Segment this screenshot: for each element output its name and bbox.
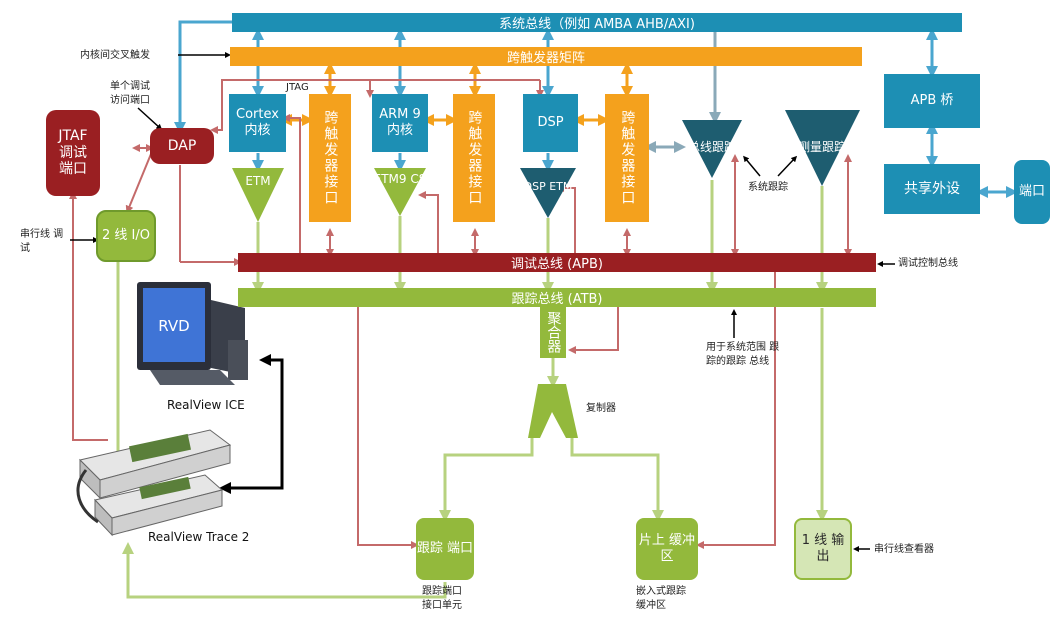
two-wire-io: 2 线 I/O [96,210,156,262]
dsp-core: DSP [523,94,578,152]
embedded-trace-buffer-label: 嵌入式跟踪 缓冲区 [636,586,686,611]
apb-bridge: APB 桥 [884,74,980,128]
replicator-label: 复制器 [586,403,616,414]
etm-label: ETM [245,174,271,188]
trace-port: 跟踪 端口 [416,518,474,580]
cti-interface-2: 跨触发器接口 [453,94,495,222]
etm9-label: ETM9 CS [373,172,427,186]
shared-peripheral: 共享外设 [884,164,980,214]
system-bus: 系统总线（例如 AMBA AHB/AXI) [232,13,962,32]
trace-bus: 跟踪总线 (ATB) [238,288,876,307]
measure-trace-label: 测量跟踪 [797,140,846,154]
port-block: 端口 [1014,160,1050,224]
arm9-core: ARM 9 内核 [372,94,428,152]
serial-debug-label: 串行线 调试 [20,229,64,254]
bus-trace-label: 总线跟踪 [687,140,736,154]
dsp-etm-triangle [520,168,576,218]
debug-ctrl-bus-label: 调试控制总线 [898,258,958,269]
realview-trace-label: RealView Trace 2 [148,530,250,544]
onchip-buffer: 片上 缓冲区 [636,518,698,580]
rvd-screen-label: RVD [158,317,190,335]
dap-block: DAP [150,128,214,164]
cti-matrix-bus: 跨触发器矩阵 [230,47,862,66]
funnel: 聚合器 [545,311,562,353]
system-wide-trace-label: 用于系统范围 跟踪的跟踪 总线 [706,342,780,367]
etm9-triangle [374,168,426,216]
single-debug-port-label: 单个调试 访问端口 [110,81,150,106]
measure-trace-triangle [785,110,860,186]
bus-trace-triangle [682,120,742,178]
dsp-etm-label: DSP ETM [523,180,573,193]
debug-bus: 调试总线 (APB) [238,253,876,272]
realview-ice-label: RealView ICE [167,398,245,412]
cti-interface-3: 跨触发器接口 [605,94,649,222]
serial-viewer-label: 串行线查看器 [874,544,934,555]
cti-interface-1: 跨触发器接口 [309,94,351,222]
etm-triangle [232,168,284,222]
replicator-shape [528,384,578,438]
cortex-core: Cortex 内核 [229,94,286,152]
jtaf-debug-port: JTAF 调试 端口 [46,110,100,196]
inter-core-label: 内核间交叉触发 [80,50,150,61]
one-wire-output: 1 线 输出 [794,518,852,580]
trace-port-unit-label: 跟踪端口 接口单元 [422,586,462,611]
system-trace-label: 系统跟踪 [748,182,788,193]
funnel-body [540,305,566,358]
trace-hardware-icon [76,429,232,537]
monitor-icon [137,282,248,385]
jtag-label: JTAG [286,82,309,93]
